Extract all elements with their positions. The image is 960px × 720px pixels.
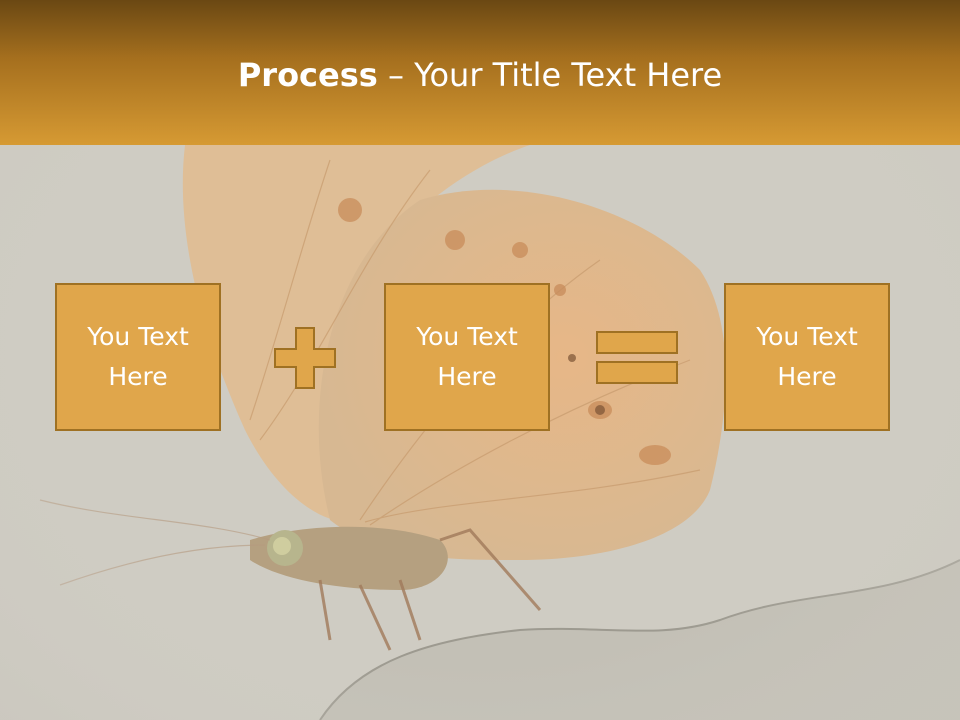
plus-icon (274, 327, 336, 389)
title-separator: – (377, 56, 415, 94)
slide-title: Process – Your Title Text Here (0, 55, 960, 95)
title-bar (0, 0, 960, 145)
process-box-3[interactable]: You Text Here (724, 283, 890, 431)
process-box-1[interactable]: You Text Here (55, 283, 221, 431)
process-box-1-text: You Text Here (87, 322, 189, 391)
process-box-3-text: You Text Here (756, 322, 858, 391)
process-box-2[interactable]: You Text Here (384, 283, 550, 431)
process-box-2-text: You Text Here (416, 322, 518, 391)
equals-icon (596, 331, 678, 384)
title-rest-text: Your Title Text Here (414, 56, 723, 94)
title-bold-text: Process (237, 56, 378, 94)
